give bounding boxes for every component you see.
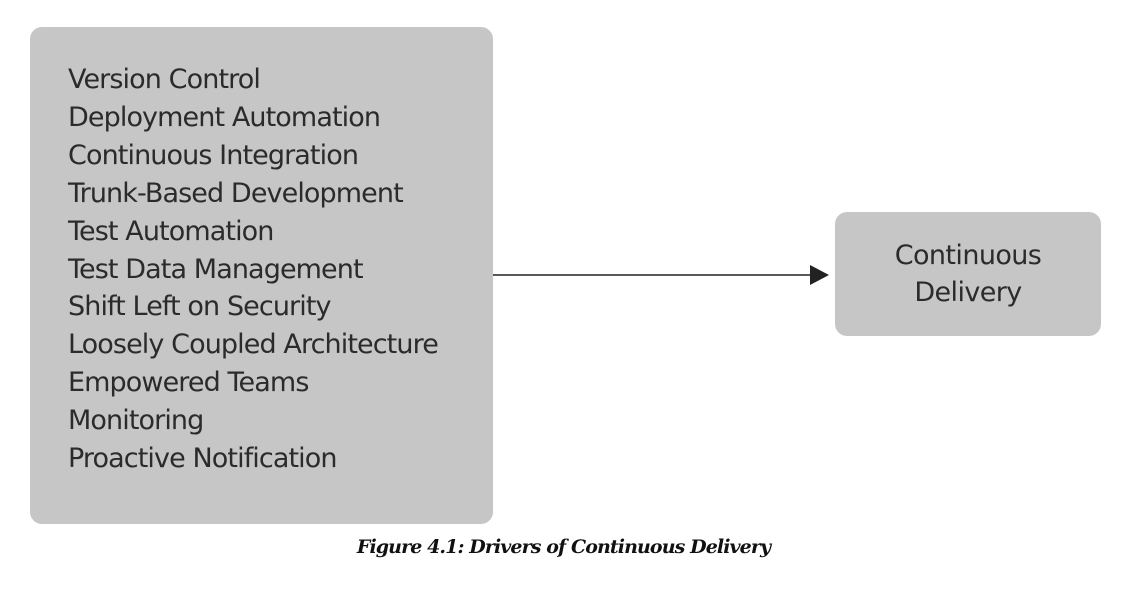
arrow-head-icon — [810, 265, 829, 285]
driver-item: Proactive Notification — [68, 443, 338, 475]
driver-item: Empowered Teams — [68, 367, 309, 399]
connector-arrow — [493, 265, 829, 285]
driver-item: Trunk-Based Development — [68, 177, 404, 209]
driver-item: Deployment Automation — [68, 101, 381, 133]
driver-item: Test Data Management — [68, 253, 364, 285]
driver-item: Shift Left on Security — [68, 291, 332, 323]
driver-item: Test Automation — [68, 215, 274, 247]
driver-list: Version Control Deployment Automation Co… — [68, 61, 493, 478]
outcome-label: Continuous Delivery — [894, 240, 1042, 308]
driver-item: Continuous Integration — [68, 139, 359, 171]
drivers-box: Version Control Deployment Automation Co… — [30, 27, 493, 524]
driver-item: Loosely Coupled Architecture — [68, 329, 439, 361]
figure-caption: Figure 4.1: Drivers of Continuous Delive… — [356, 536, 771, 558]
driver-item: Monitoring — [68, 405, 204, 437]
driver-item: Version Control — [68, 64, 261, 95]
outcome-box: Continuous Delivery — [835, 212, 1101, 336]
